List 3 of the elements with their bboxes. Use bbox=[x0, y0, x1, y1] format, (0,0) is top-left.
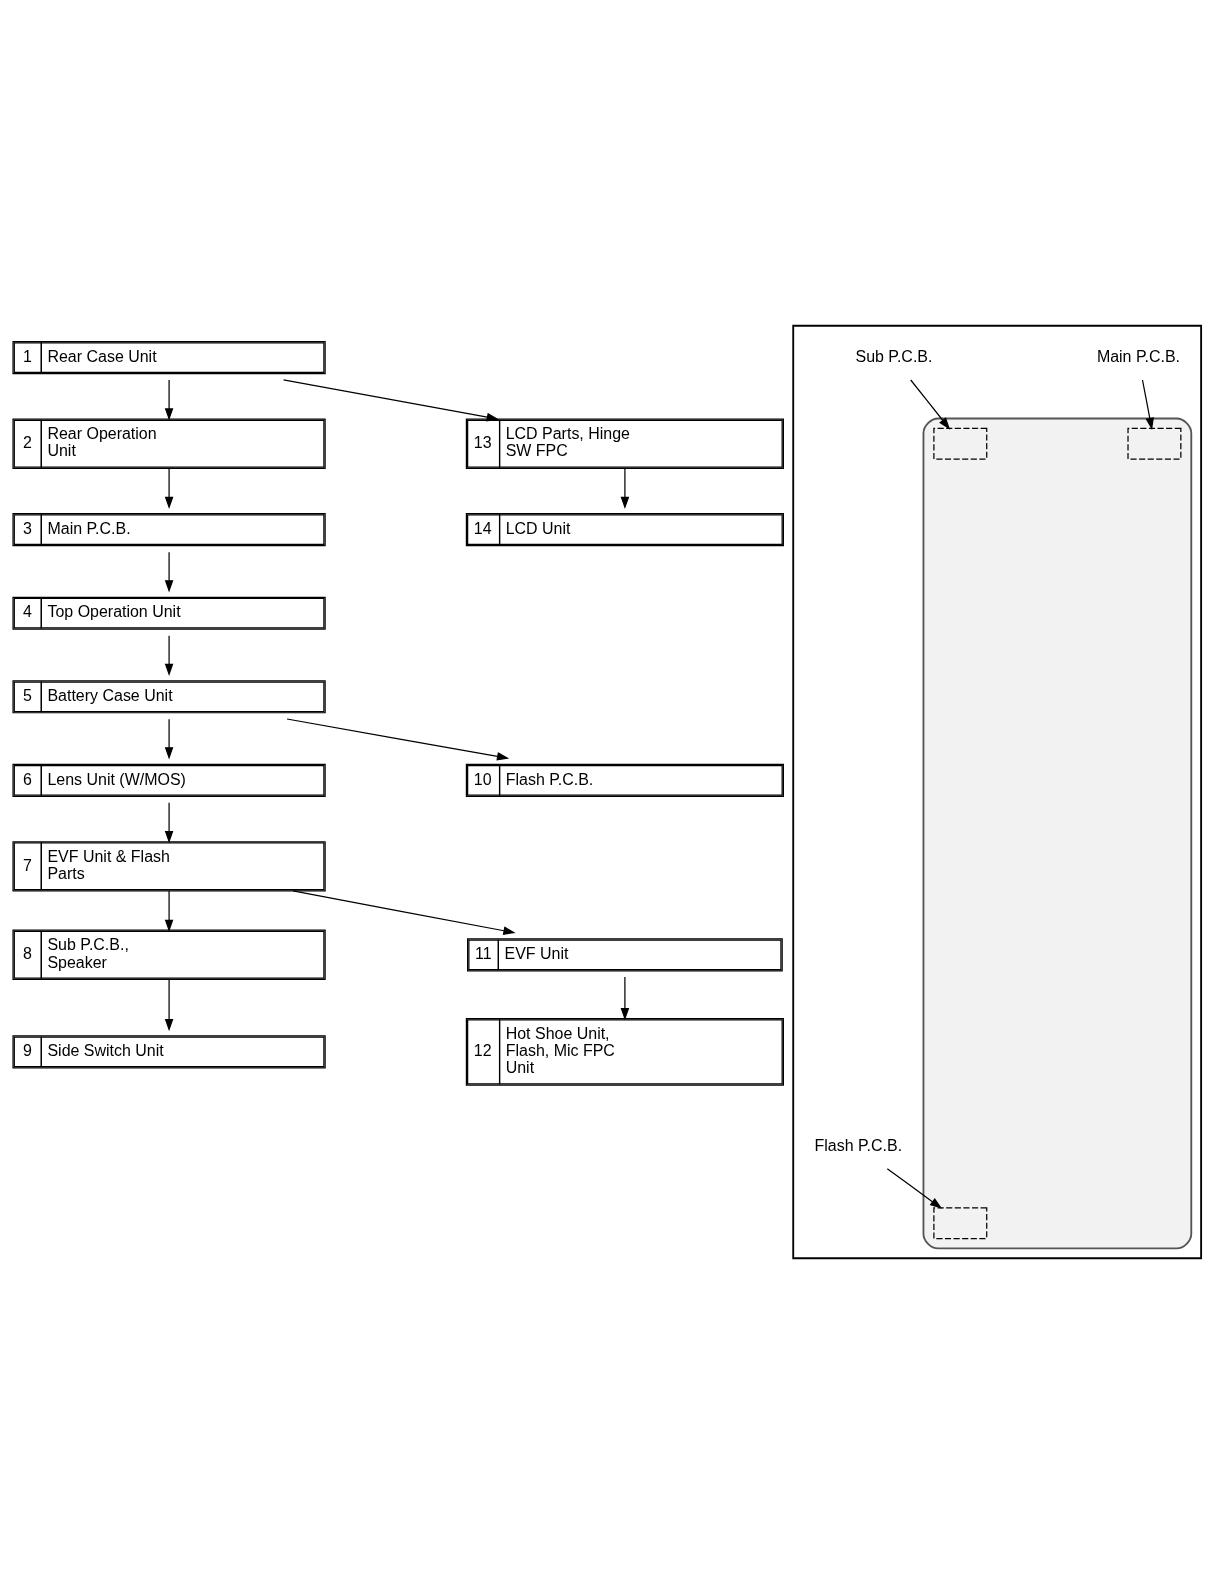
node-text: Sub P.C.B. bbox=[855, 347, 933, 365]
node-text: Main P.C.B. bbox=[1096, 347, 1181, 365]
node-text: Flash P.C.B. bbox=[814, 1136, 903, 1154]
